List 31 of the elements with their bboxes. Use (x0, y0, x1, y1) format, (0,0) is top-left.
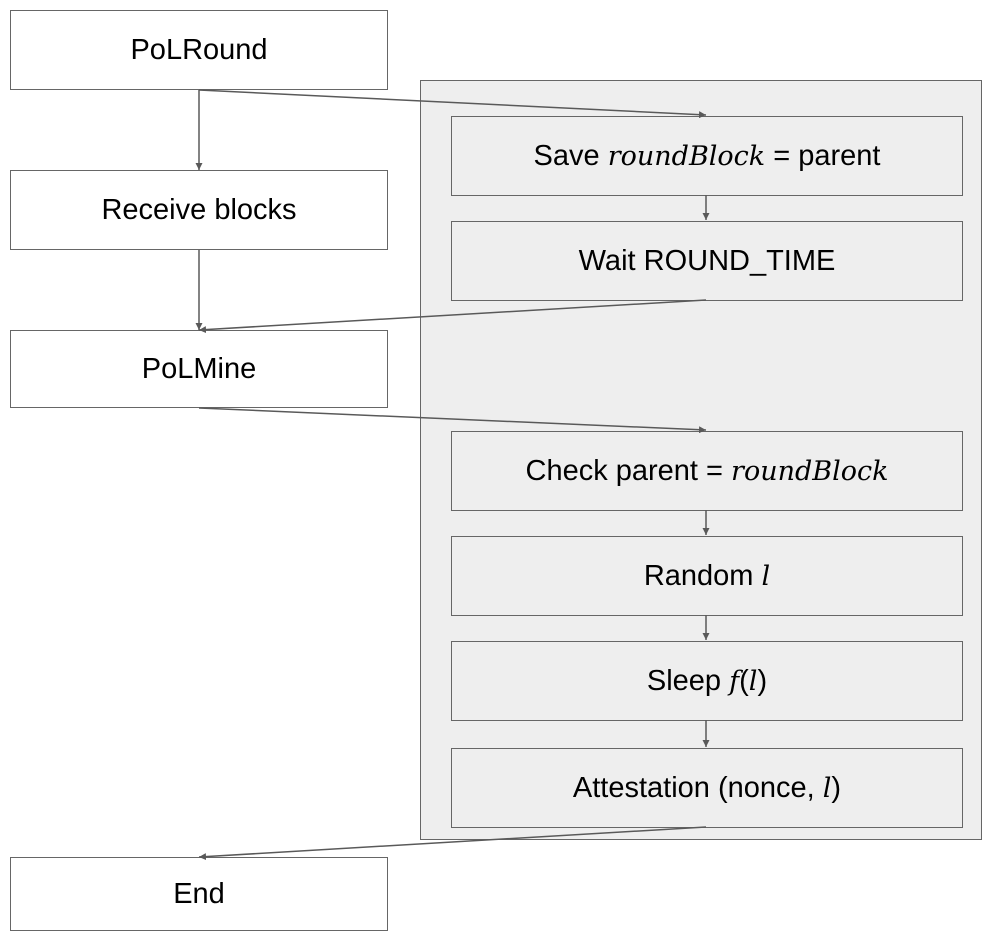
arrow (702, 615, 710, 640)
process-box (10, 330, 388, 408)
box-label: Check parent = roundBlock (526, 454, 888, 488)
process-box (451, 641, 963, 721)
group-panel (420, 80, 982, 840)
arrow (196, 250, 202, 330)
box-label: Save roundBlock = parent (534, 140, 880, 172)
box-label: End (173, 878, 225, 910)
process-box (10, 170, 388, 250)
arrow (198, 407, 706, 434)
process-box (451, 431, 963, 511)
arrow (196, 90, 202, 170)
arrow (702, 195, 710, 220)
box-label: PoLRound (130, 34, 268, 66)
arrow (702, 510, 710, 535)
box-label: Wait ROUND_TIME (578, 244, 836, 278)
box-label: PoLMine (142, 352, 256, 386)
process-box (10, 857, 388, 931)
process-box (10, 10, 388, 90)
box-label: Receive blocks (101, 194, 297, 226)
arrow (198, 826, 706, 860)
arrow (702, 720, 710, 747)
box-label: Sleep f(l) (646, 664, 768, 698)
process-box (451, 536, 963, 616)
arrow (198, 299, 706, 334)
arrow (198, 89, 706, 118)
box-label: Random l (644, 560, 770, 592)
process-box (451, 221, 963, 301)
process-box (451, 748, 963, 828)
box-label: Attestation (nonce, l) (572, 772, 842, 804)
process-box (451, 116, 963, 196)
